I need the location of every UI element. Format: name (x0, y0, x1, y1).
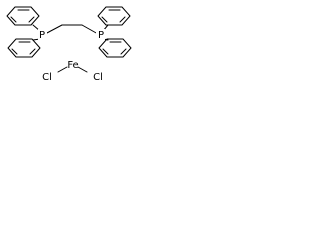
ring-double-bond (10, 16, 17, 23)
left-chlorine-label: Cl (42, 72, 52, 83)
right-bottom-phenyl-ring (98, 38, 132, 58)
right-phosphorus-label: P (98, 30, 104, 41)
ring-double-bond (28, 16, 35, 23)
ring-double-bond (101, 16, 108, 23)
chemical-structure-canvas: P P Fe Cl Cl (0, 0, 146, 94)
left-p-to-ethylene-bond (44, 24, 63, 35)
ring-double-bond (102, 48, 109, 55)
chemical-structure-diagram: P P Fe Cl Cl (6, 6, 132, 83)
fe-to-left-cl-bond (57, 66, 68, 73)
right-top-phenyl-ring (97, 6, 131, 26)
backbone-bonds (32, 24, 109, 73)
right-p-to-ethylene-bond (81, 24, 99, 35)
iron-label: Fe (67, 60, 78, 71)
ring-double-bond (119, 16, 126, 23)
ring-double-bond (120, 48, 127, 55)
right-phosphorus-label-background (96, 29, 105, 40)
left-phosphorus-label: P (39, 30, 45, 41)
left-bottom-phenyl-ring (7, 38, 41, 58)
ring-double-bond (29, 48, 36, 55)
left-phosphorus-label-background (38, 29, 47, 40)
ring-double-bond (11, 48, 18, 55)
ring-outline (97, 6, 131, 26)
ring-outline (7, 38, 41, 58)
right-chlorine-label: Cl (93, 72, 103, 83)
ring-outline (6, 6, 40, 26)
left-top-phenyl-ring (6, 6, 40, 26)
ring-outline (98, 38, 132, 58)
fe-to-right-cl-bond (77, 66, 88, 73)
